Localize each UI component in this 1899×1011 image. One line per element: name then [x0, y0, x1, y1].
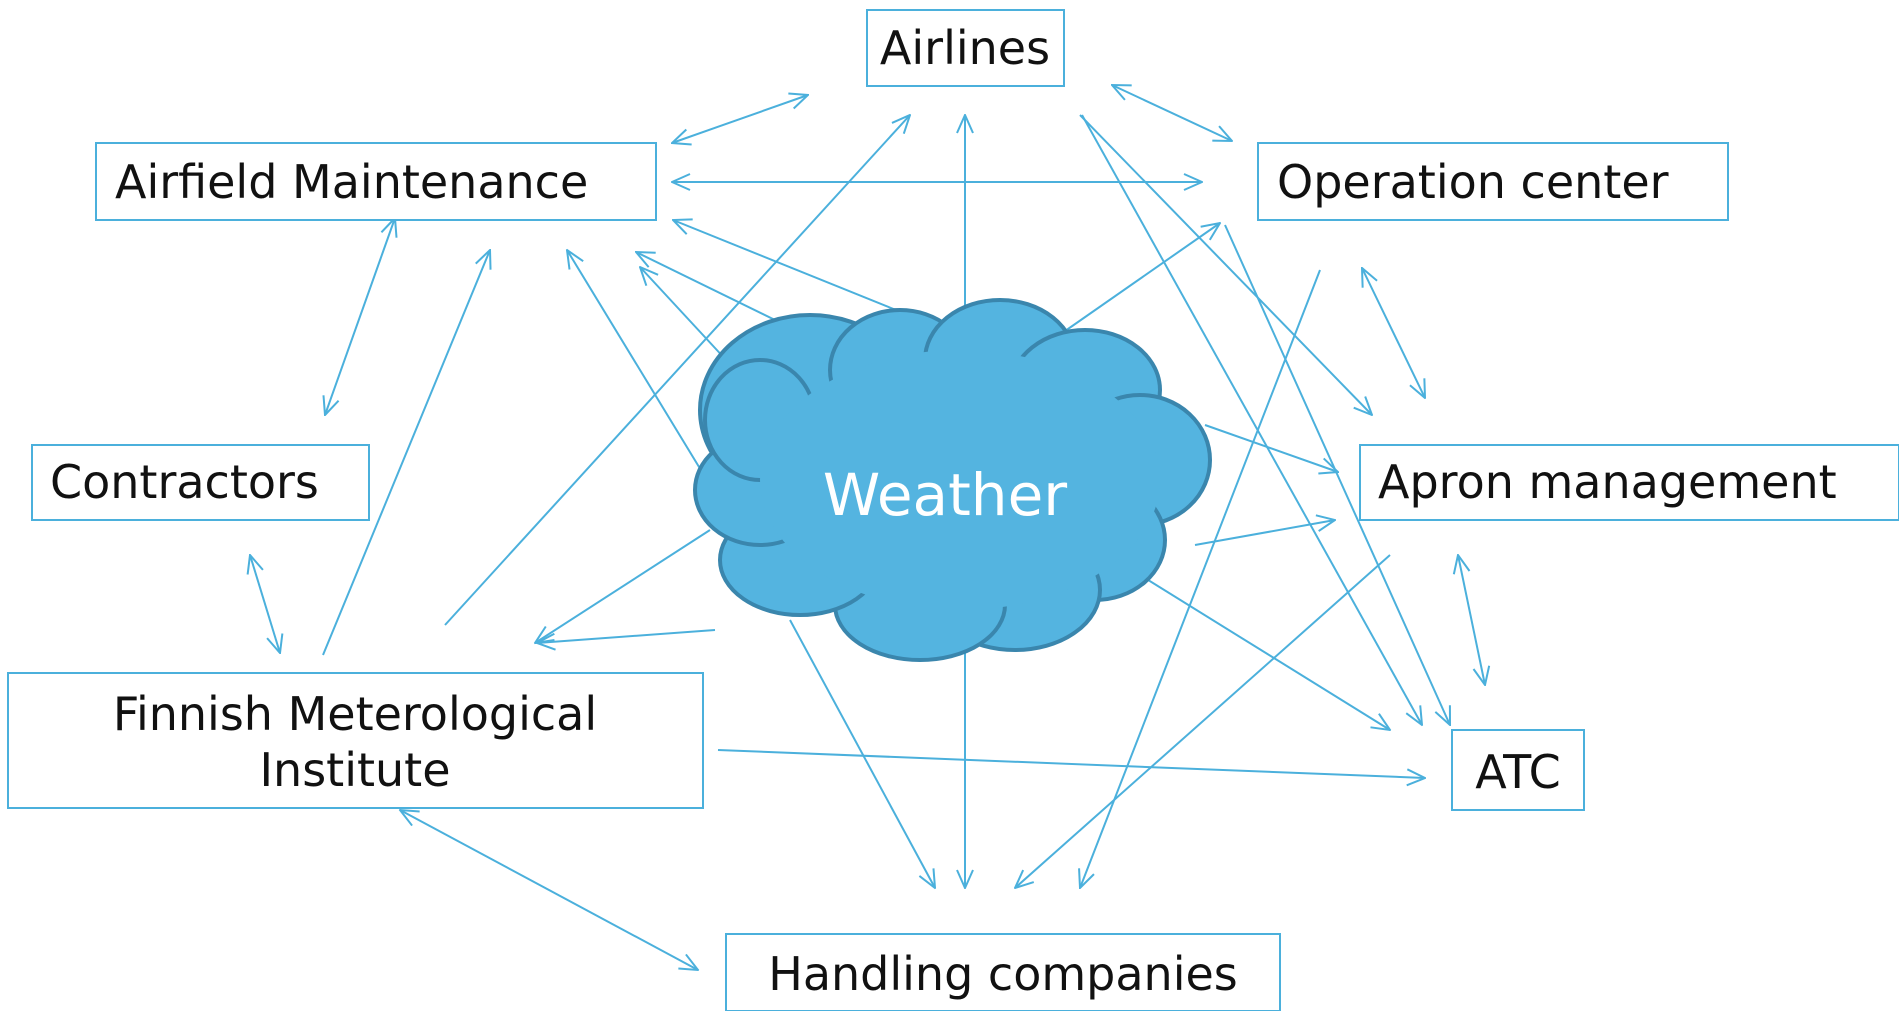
connector-arrow-19	[1194, 520, 1335, 546]
connector-arrow-6	[250, 555, 280, 653]
arrow-layer	[250, 85, 1485, 970]
connector-arrow-18	[1204, 424, 1338, 472]
connector-arrow-27	[1015, 554, 1391, 888]
contractors-label: Contractors	[50, 455, 319, 509]
atc-box	[1451, 729, 1585, 811]
fmi-label-line2: Institute	[259, 743, 450, 797]
airlines-box	[866, 9, 1065, 87]
connector-arrow-17	[1044, 223, 1220, 346]
connector-arrow-28	[789, 619, 935, 888]
fmi-box	[7, 672, 704, 809]
atc-label: ATC	[1475, 745, 1560, 799]
weather-label: Weather	[823, 461, 1067, 529]
connector-arrow-25	[1224, 224, 1450, 725]
connector-arrow-4	[325, 218, 395, 415]
connector-arrow-2	[1112, 85, 1232, 141]
handling-companies-box	[725, 933, 1281, 1011]
connector-arrow-1	[672, 95, 808, 143]
apron-management-box	[1359, 444, 1899, 521]
apron-management-label: Apron management	[1378, 455, 1837, 509]
connector-arrow-20	[1139, 574, 1390, 730]
handling-companies-label: Handling companies	[768, 947, 1238, 1001]
airfield-maintenance-box	[95, 142, 657, 221]
connector-arrow-13	[567, 250, 711, 486]
connector-arrow-24	[1079, 114, 1372, 415]
connector-arrow-12	[322, 250, 490, 656]
contractors-box	[31, 444, 370, 521]
connector-arrow-22	[535, 529, 711, 643]
connector-arrow-7	[1458, 555, 1485, 685]
airlines-label: Airlines	[880, 21, 1050, 75]
fmi-label-line1: Finnish Meterological	[113, 687, 597, 741]
connector-arrow-11	[444, 115, 910, 626]
connector-arrow-23	[1081, 114, 1422, 725]
operation-center-label: Operation center	[1277, 155, 1669, 209]
connector-arrow-5	[1362, 268, 1425, 398]
operation-center-box	[1257, 142, 1729, 221]
connector-arrow-29	[717, 749, 1425, 778]
connector-arrow-21	[537, 629, 716, 643]
weather-cloud: Weather	[693, 298, 1212, 662]
airfield-maintenance-label: Airfield Maintenance	[115, 155, 588, 209]
connector-arrow-26	[1080, 269, 1321, 888]
connector-arrow-8	[400, 810, 698, 970]
